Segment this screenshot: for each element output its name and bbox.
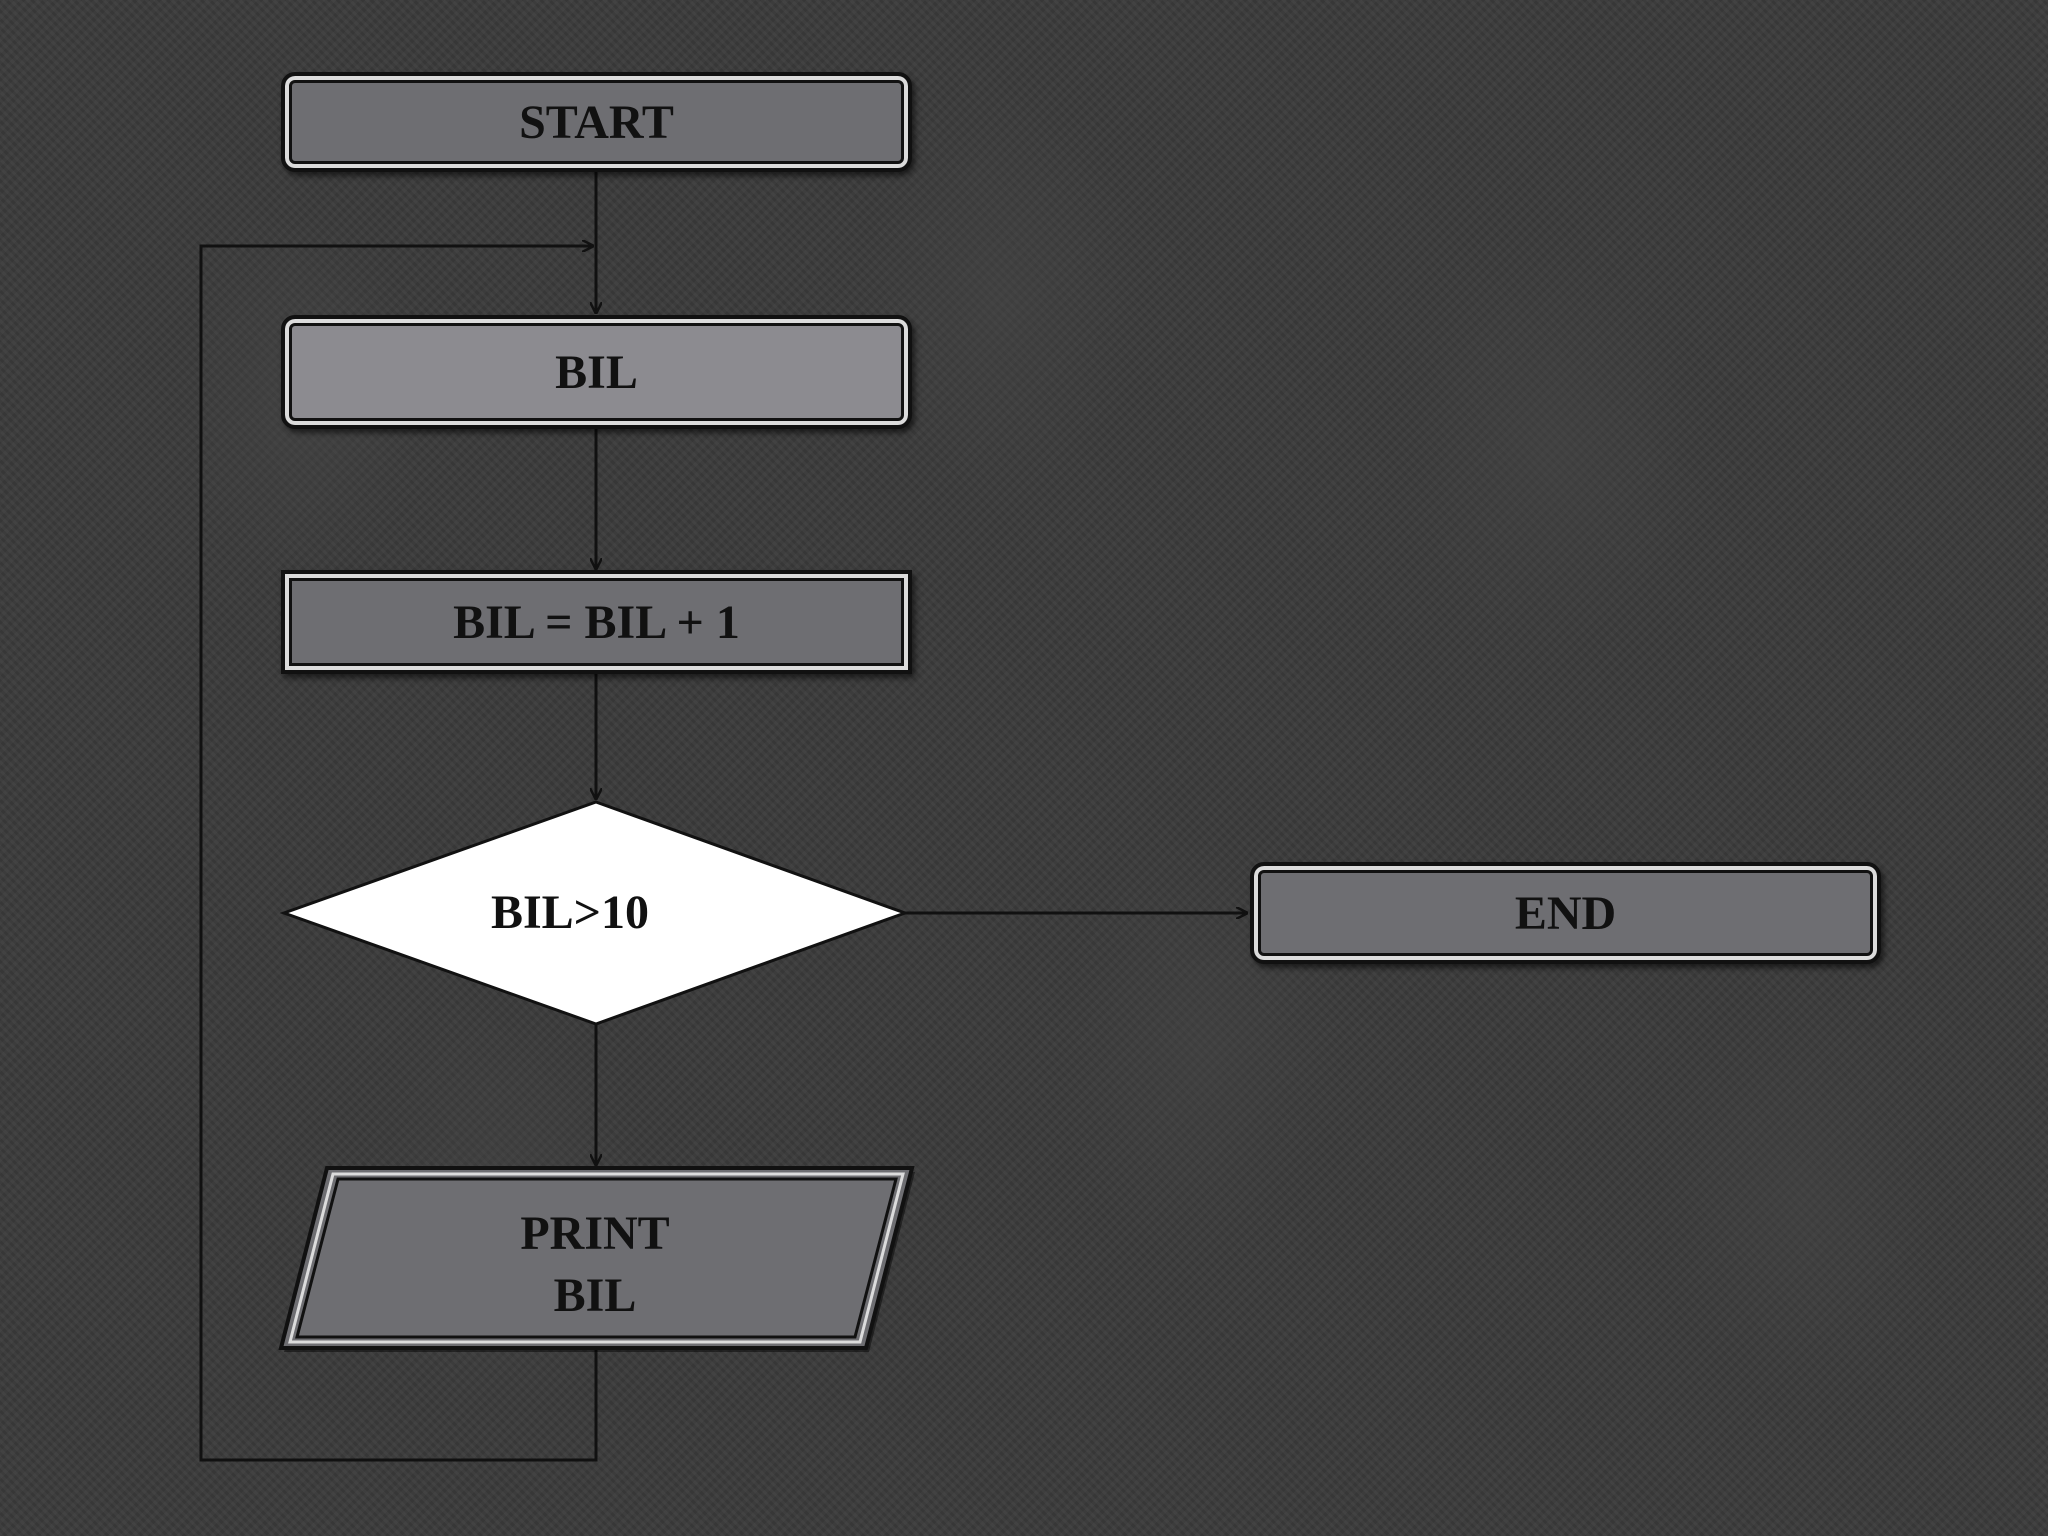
decision-label: BIL>10	[490, 885, 650, 939]
output-text: PRINT BIL	[380, 1190, 810, 1340]
connector-loop-back	[199, 246, 598, 1462]
init-label: BIL	[555, 345, 638, 399]
start-label: START	[519, 95, 674, 149]
start-terminal: START	[281, 72, 912, 172]
increment-label: BIL = BIL + 1	[453, 595, 740, 649]
end-terminal: END	[1250, 862, 1881, 964]
decision-diamond	[279, 800, 910, 1026]
output-parallelogram	[278, 1166, 915, 1352]
output-line-2: BIL	[553, 1269, 637, 1322]
increment-process-box: BIL = BIL + 1	[281, 570, 912, 674]
end-label: END	[1514, 886, 1617, 940]
output-line-1: PRINT	[520, 1207, 670, 1260]
init-process-box: BIL	[281, 315, 912, 429]
decision-text: BIL>10	[380, 860, 760, 965]
